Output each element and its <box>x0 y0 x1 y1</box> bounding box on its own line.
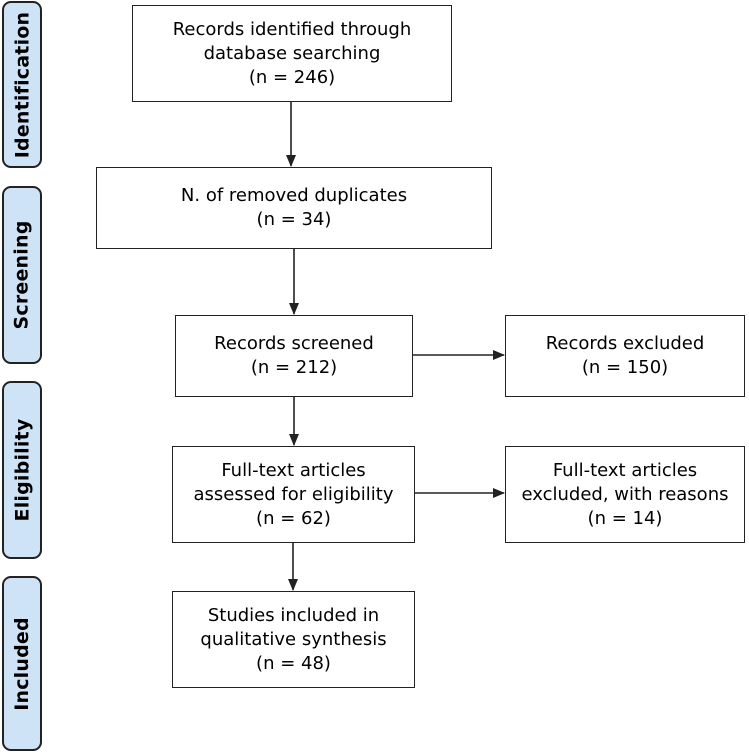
fulltext-assessed-box: Full-text articles assessed for eligibil… <box>172 446 415 543</box>
box-count: (n = 150) <box>581 357 669 378</box>
records-identified-box: Records identified through database sear… <box>132 5 452 102</box>
records-screened-box: Records screened (n = 212) <box>175 315 413 397</box>
box-text: Records identified through <box>172 18 412 40</box>
box-count: (n = 34) <box>256 209 332 230</box>
box-text: Full-text articles <box>552 459 698 481</box>
phase-label-identification: Identification <box>2 1 42 168</box>
fulltext-excluded-box: Full-text articles excluded, with reason… <box>505 446 745 543</box>
box-count: (n = 212) <box>250 357 338 378</box>
box-text: qualitative synthesis <box>200 628 387 650</box>
box-count: (n = 246) <box>248 66 336 88</box>
box-text: Studies included in <box>207 604 380 626</box>
box-text: N. of removed duplicates <box>180 185 408 206</box>
box-text: excluded, with reasons <box>521 483 729 505</box>
box-count: (n = 14) <box>587 507 663 529</box>
box-count: (n = 62) <box>256 507 331 529</box>
box-text: Records screened <box>214 333 374 354</box>
phase-label-screening: Screening <box>2 186 42 364</box>
box-text: Records excluded <box>545 333 705 354</box>
box-text: database searching <box>203 42 381 64</box>
studies-included-box: Studies included in qualitative synthesi… <box>172 591 415 688</box>
records-excluded-box: Records excluded (n = 150) <box>505 315 745 397</box>
phase-label-included: Included <box>2 576 42 751</box>
box-count: (n = 48) <box>256 652 331 674</box>
phase-label-eligibility: Eligibility <box>2 381 42 559</box>
removed-duplicates-box: N. of removed duplicates (n = 34) <box>96 167 492 249</box>
box-text: Full-text articles <box>221 459 366 481</box>
box-text: assessed for eligibility <box>193 483 394 505</box>
